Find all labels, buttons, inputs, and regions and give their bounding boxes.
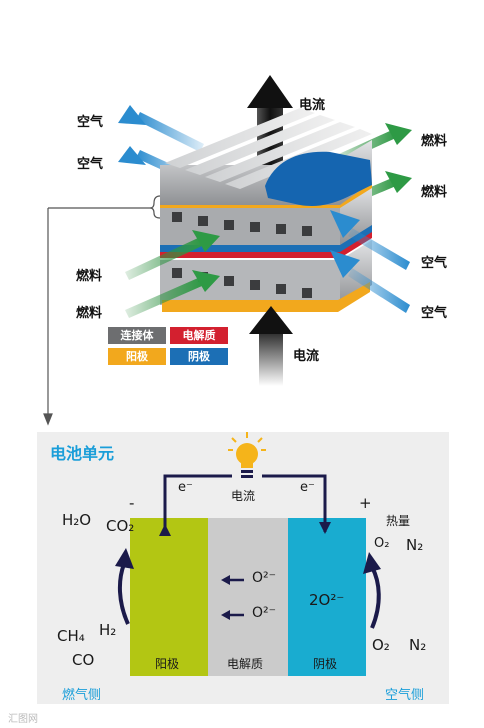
stack-body bbox=[160, 108, 372, 312]
electron-left-label: e⁻ bbox=[178, 480, 193, 495]
current-arrow-in bbox=[249, 306, 293, 386]
air-arrow-top-1 bbox=[118, 105, 204, 152]
label-fuel-left-1: 燃料 bbox=[76, 269, 103, 284]
air-arrow-right-1 bbox=[330, 210, 410, 270]
light-bulb-icon bbox=[228, 432, 266, 478]
right-output-n2: N₂ bbox=[406, 536, 424, 554]
fuel-side-label: 燃气侧 bbox=[62, 688, 102, 703]
left-input-h2: H₂ bbox=[99, 621, 117, 639]
anode-layer bbox=[130, 518, 208, 676]
cell-connector bbox=[43, 195, 161, 426]
ion-arrow-2 bbox=[221, 610, 244, 620]
cell-unit-diagram bbox=[115, 432, 381, 676]
ion-label-2: O²⁻ bbox=[252, 605, 277, 621]
air-flow-arrow bbox=[370, 566, 381, 629]
left-output-co2: CO₂ bbox=[106, 517, 135, 535]
heat-label: 热量 bbox=[386, 514, 411, 528]
fuel-arrow-left-1 bbox=[125, 230, 220, 280]
cell-title: 电池单元 bbox=[50, 444, 115, 463]
label-air-top-2: 空气 bbox=[77, 157, 104, 172]
label-fuel-left-2: 燃料 bbox=[76, 306, 103, 321]
legend-interconnect: 连接体 bbox=[108, 327, 166, 344]
right-output-o2: O₂ bbox=[374, 536, 390, 551]
circuit-arrow-left bbox=[159, 524, 171, 536]
left-input-co: CO bbox=[72, 651, 95, 669]
label-air-right-1: 空气 bbox=[421, 256, 448, 271]
minus-sign: - bbox=[129, 494, 135, 512]
air-side-label: 空气侧 bbox=[385, 688, 425, 703]
legend-electrolyte: 电解质 bbox=[170, 327, 228, 344]
watermark: 汇图网 bbox=[8, 714, 38, 725]
cathode-ion-label: 2O²⁻ bbox=[309, 591, 345, 609]
left-output-h2o: H₂O bbox=[62, 511, 92, 529]
ion-label-1: O²⁻ bbox=[252, 570, 277, 586]
label-fuel-top-2: 燃料 bbox=[421, 185, 448, 200]
label-air-top-1: 空气 bbox=[77, 115, 104, 130]
electron-right-label: e⁻ bbox=[300, 480, 315, 495]
fuel-cell-stack-illustration bbox=[43, 75, 412, 426]
cathode-layer bbox=[288, 518, 366, 676]
cathode-label: 阴极 bbox=[313, 657, 338, 671]
plus-sign: + bbox=[359, 494, 372, 512]
legend-anode: 阳极 bbox=[108, 348, 166, 365]
label-air-right-2: 空气 bbox=[421, 306, 448, 321]
label-current-up: 电流 bbox=[299, 98, 326, 113]
label-fuel-top-1: 燃料 bbox=[421, 134, 448, 149]
right-input-o2: O₂ bbox=[372, 636, 390, 654]
external-circuit bbox=[163, 474, 327, 532]
label-current-in: 电流 bbox=[293, 349, 320, 364]
electrolyte-layer bbox=[208, 518, 288, 676]
right-input-n2: N₂ bbox=[409, 636, 427, 654]
current-label: 电流 bbox=[231, 489, 256, 503]
left-input-ch4: CH₄ bbox=[57, 627, 85, 645]
circuit-arrow-right bbox=[319, 522, 331, 534]
ion-arrow-1 bbox=[221, 575, 244, 585]
anode-label: 阳极 bbox=[155, 657, 180, 671]
fuel-arrow-left-2 bbox=[125, 270, 220, 318]
fuel-flow-arrow bbox=[117, 563, 130, 625]
legend-cathode: 阴极 bbox=[170, 348, 228, 365]
air-arrow-right-2 bbox=[330, 250, 410, 313]
electrolyte-label: 电解质 bbox=[227, 657, 264, 671]
